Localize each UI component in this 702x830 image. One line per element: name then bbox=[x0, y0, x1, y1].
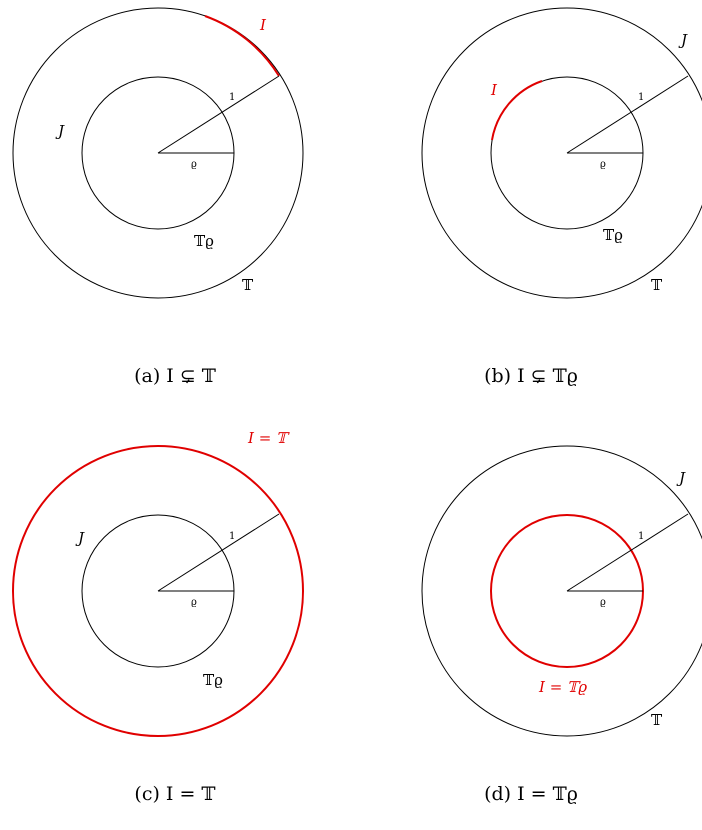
I-label: I = 𝕋 bbox=[247, 429, 290, 447]
radius-line bbox=[566, 75, 689, 154]
outer-circle bbox=[12, 7, 304, 299]
outer-circle-I bbox=[12, 445, 304, 737]
I-label: I bbox=[490, 81, 498, 99]
rho-label: ϱ bbox=[191, 159, 197, 170]
caption-c: (c) I = 𝕋 bbox=[134, 783, 216, 805]
radius-label: 1 bbox=[638, 531, 644, 542]
diagram-b: I 1 ϱ J 𝕋ϱ 𝕋 bbox=[421, 7, 702, 299]
panel-a: I 1 ϱ J 𝕋ϱ 𝕋 (a) I ⊊ 𝕋 bbox=[0, 0, 351, 415]
radius-line bbox=[157, 75, 280, 154]
J-label: J bbox=[75, 529, 85, 547]
panel-b: I 1 ϱ J 𝕋ϱ 𝕋 (b) I ⊊ 𝕋ϱ bbox=[351, 0, 702, 415]
J-label: J bbox=[678, 31, 688, 49]
outer-circle-label: 𝕋 bbox=[651, 711, 663, 729]
radius-line bbox=[157, 513, 280, 592]
diagram-d: 1 ϱ J I = 𝕋ϱ 𝕋 bbox=[421, 445, 702, 737]
inner-arc-I bbox=[491, 80, 543, 141]
inner-circle-label: 𝕋ϱ bbox=[203, 671, 223, 689]
caption-b: (b) I ⊊ 𝕋ϱ bbox=[484, 365, 578, 387]
rho-label: ϱ bbox=[600, 159, 606, 170]
outer-arc-I bbox=[204, 15, 280, 77]
I-label: I = 𝕋ϱ bbox=[538, 678, 587, 696]
inner-circle-label: 𝕋ϱ bbox=[194, 232, 214, 250]
rho-label: ϱ bbox=[191, 597, 197, 608]
caption-d: (d) I = 𝕋ϱ bbox=[484, 783, 578, 805]
J-label: J bbox=[55, 122, 65, 140]
diagram-a: I 1 ϱ J 𝕋ϱ 𝕋 bbox=[12, 7, 304, 299]
outer-circle-label: 𝕋 bbox=[651, 276, 663, 294]
caption-a: (a) I ⊊ 𝕋 bbox=[134, 365, 216, 387]
outer-circle bbox=[421, 7, 702, 299]
rho-label: ϱ bbox=[600, 597, 606, 608]
I-label: I bbox=[259, 16, 267, 34]
panel-c: I = 𝕋 1 ϱ J 𝕋ϱ (c) I = 𝕋 bbox=[0, 415, 351, 830]
J-label: J bbox=[676, 469, 686, 487]
radius-line bbox=[566, 513, 689, 592]
outer-circle-label: 𝕋 bbox=[242, 276, 254, 294]
radius-label: 1 bbox=[638, 92, 644, 103]
inner-circle-label: 𝕋ϱ bbox=[603, 226, 623, 244]
diagram-c: I = 𝕋 1 ϱ J 𝕋ϱ bbox=[12, 429, 304, 737]
outer-circle bbox=[421, 445, 702, 737]
panel-d: 1 ϱ J I = 𝕋ϱ 𝕋 (d) I = 𝕋ϱ bbox=[351, 415, 702, 830]
radius-label: 1 bbox=[229, 531, 235, 542]
radius-label: 1 bbox=[229, 92, 235, 103]
